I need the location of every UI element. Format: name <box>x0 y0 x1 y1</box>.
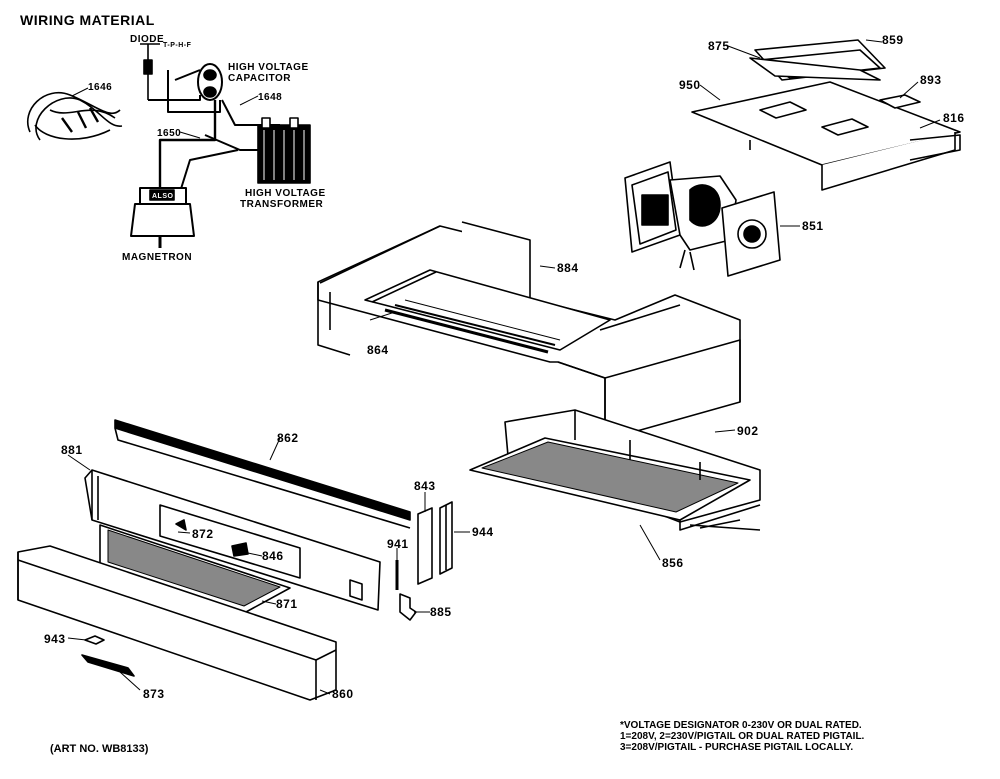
part-859-label: 859 <box>882 33 904 47</box>
part-871-label: 871 <box>276 597 298 611</box>
diagram-title: WIRING MATERIAL <box>20 12 155 28</box>
art-number: (ART NO. WB8133) <box>50 743 149 755</box>
magnetron-label: MAGNETRON <box>122 252 193 263</box>
leader-lines <box>67 39 941 695</box>
wire-1648-label: 1648 <box>258 92 283 103</box>
footnote-line-3: 3=208V/PIGTAIL - PURCHASE PIGTAIL LOCALL… <box>620 742 854 753</box>
wire-1646-label: 1646 <box>88 82 113 93</box>
part-864-label: 864 <box>367 343 389 357</box>
part-873-label: 873 <box>143 687 165 701</box>
part-860-label: 860 <box>332 687 354 701</box>
wiring-section <box>27 43 311 248</box>
main-housing <box>317 221 741 441</box>
footnote-line-1: *VOLTAGE DESIGNATOR 0-230V OR DUAL RATED… <box>620 720 862 731</box>
part-851-label: 851 <box>802 219 824 233</box>
part-884-label: 884 <box>557 261 579 275</box>
part-856-label: 856 <box>662 556 684 570</box>
part-944-label: 944 <box>472 525 494 539</box>
high-voltage-transformer-icon <box>257 117 311 184</box>
part-881-label: 881 <box>61 443 83 457</box>
hv-capacitor-label-2: CAPACITOR <box>228 73 292 84</box>
part-950-label: 950 <box>679 78 701 92</box>
wire-harness-icon <box>27 92 123 141</box>
part-843-label: 843 <box>414 479 436 493</box>
part-893-label: 893 <box>920 73 942 87</box>
part-875-label: 875 <box>708 39 730 53</box>
part-872-label: 872 <box>192 527 214 541</box>
top-plates <box>691 39 961 191</box>
hv-transformer-label-2: TRANSFORMER <box>240 199 324 210</box>
part-902-label: 902 <box>737 424 759 438</box>
magnetron-icon <box>130 187 195 248</box>
filter-tray <box>469 409 761 531</box>
hv-capacitor-label-1: HIGH VOLTAGE <box>228 62 309 73</box>
blower-motor <box>624 161 781 277</box>
diode-small-label: T-P-H-F <box>163 42 192 49</box>
part-816-label: 816 <box>943 111 965 125</box>
part-941-label: 941 <box>387 537 409 551</box>
magnetron-inner-label: ALSO F <box>152 193 181 200</box>
front-parts <box>17 419 453 701</box>
part-862-label: 862 <box>277 431 299 445</box>
part-846-label: 846 <box>262 549 284 563</box>
diode-label: DIODE <box>130 34 165 45</box>
part-943-label: 943 <box>44 632 66 646</box>
footnote-line-2: 1=208V, 2=230V/PIGTAIL OR DUAL RATED PIG… <box>620 731 865 742</box>
wire-1650-label: 1650 <box>157 128 182 139</box>
part-885-label: 885 <box>430 605 452 619</box>
hv-transformer-label-1: HIGH VOLTAGE <box>245 188 326 199</box>
